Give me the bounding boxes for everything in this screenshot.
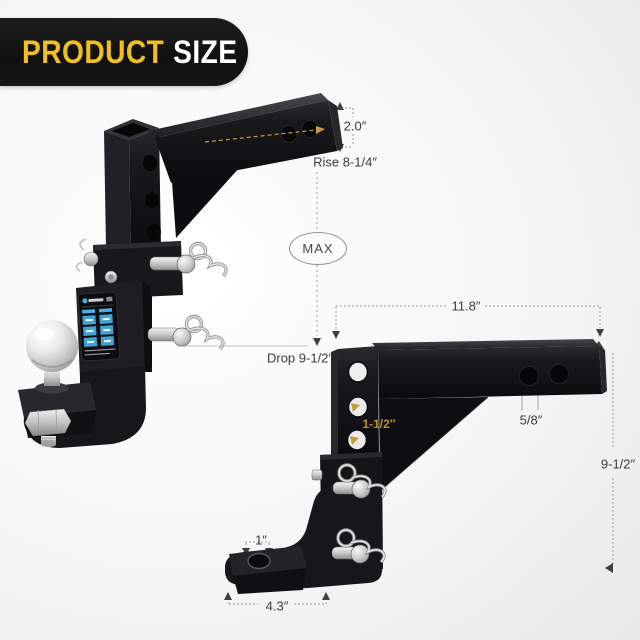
dim-vertical-drop: 9-1/2″ bbox=[600, 456, 636, 472]
right-upper-hitch-pin-clip bbox=[332, 463, 387, 499]
pin-head-left-side bbox=[83, 251, 99, 267]
pin-axis-guide-line bbox=[204, 129, 317, 143]
ball-platform bbox=[18, 382, 96, 418]
right-ball-mount bbox=[225, 487, 382, 594]
adjustment-holes bbox=[346, 361, 369, 451]
dim-shank-length: 11.8″ bbox=[451, 298, 481, 314]
right-lower-hitch-pin-clip bbox=[331, 528, 386, 564]
dimension-lines bbox=[176, 107, 614, 605]
dim-ball-hole-diameter: 1″ bbox=[255, 532, 267, 548]
hex-nut-and-stud bbox=[24, 408, 72, 447]
dim-rise: Rise 8-1/4″ bbox=[313, 154, 377, 170]
left-lower-hitch-pin-clip bbox=[147, 314, 225, 351]
dim-base-length: 4.3″ bbox=[265, 598, 289, 614]
right-shank-tube bbox=[372, 339, 607, 492]
dim-receiver-tube-height: 2.0″ bbox=[343, 118, 367, 134]
banner-word-product: PRODUCT bbox=[22, 33, 165, 70]
left-hitch-assembly bbox=[18, 93, 343, 448]
pin-tip-left-side bbox=[311, 469, 323, 481]
max-badge-text: MAX bbox=[302, 241, 334, 256]
left-gusset bbox=[172, 167, 240, 238]
receiver-mouth-opening bbox=[112, 123, 150, 137]
ball-shank-hole bbox=[247, 552, 271, 570]
banner-word-size: SIZE bbox=[173, 33, 238, 70]
left-shank-tube bbox=[148, 93, 343, 238]
max-badge: MAX bbox=[289, 232, 347, 265]
trailer-ball bbox=[26, 320, 78, 394]
right-hitch-assembly bbox=[225, 339, 607, 594]
dim-adjustment-hole-spacing: 1-1/2″ bbox=[362, 417, 396, 431]
dim-drop: Drop 9-1/2″ bbox=[266, 350, 334, 366]
left-upper-hitch-pin-clip bbox=[149, 241, 228, 278]
product-label-sticker bbox=[77, 291, 121, 362]
left-receiver-head-tube bbox=[104, 119, 161, 255]
dim-pin-hole-diameter: 5/8″ bbox=[519, 412, 543, 428]
